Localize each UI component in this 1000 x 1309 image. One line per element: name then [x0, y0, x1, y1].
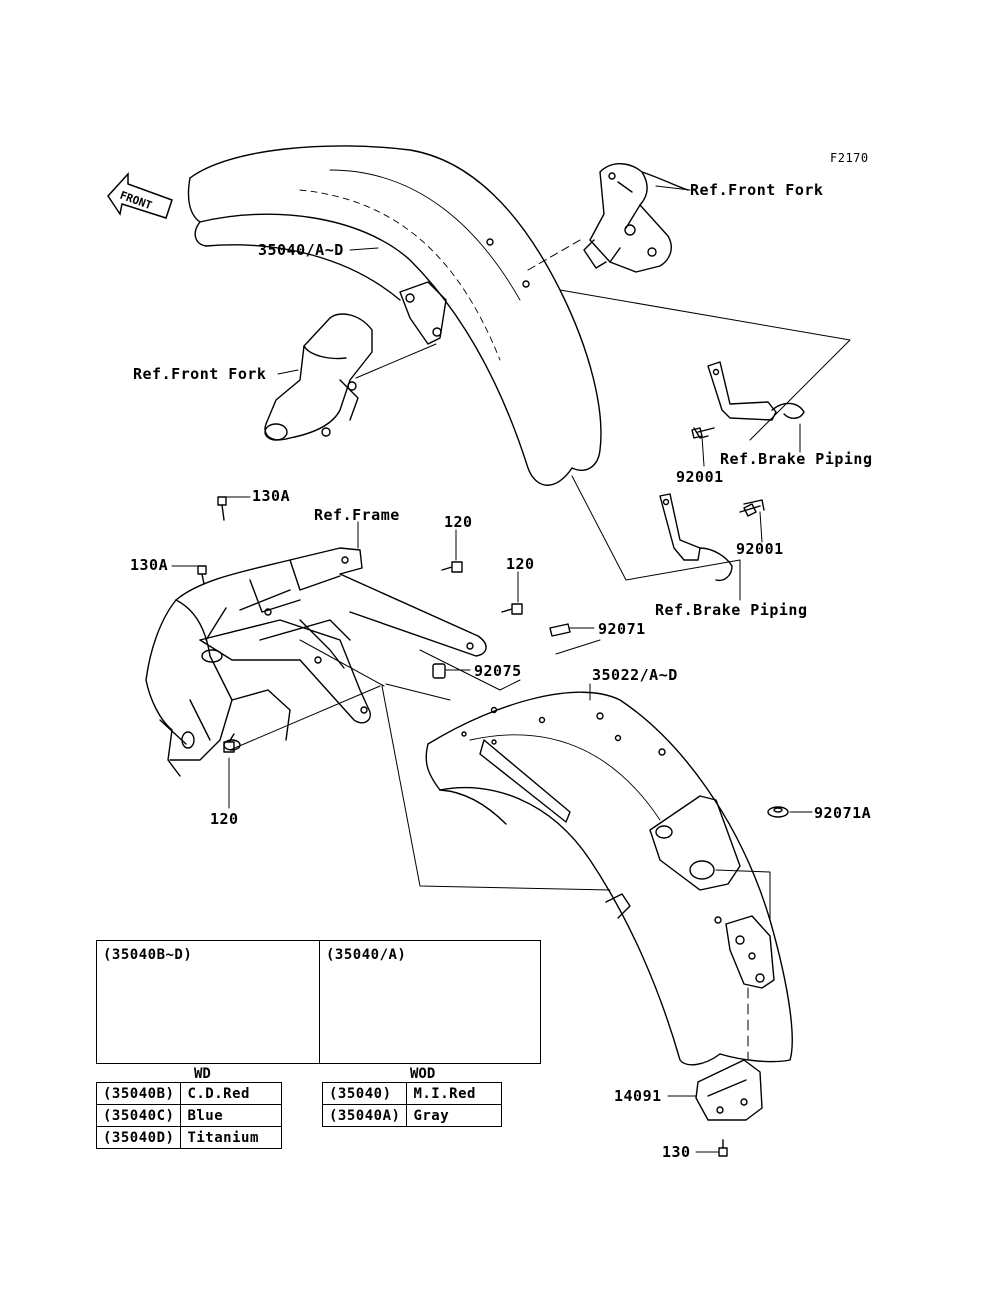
callout-92001-lower: 92001: [736, 540, 784, 558]
legend-color: M.I.Red: [406, 1082, 503, 1105]
callout-92075: 92075: [474, 662, 522, 680]
table-row: (35040C) Blue: [95, 1104, 283, 1127]
callout-130a-upper: 130A: [252, 487, 291, 505]
front-fork-left-drawing: [264, 313, 373, 441]
front-fender-drawing: [187, 145, 602, 486]
callout-130a-lower: 130A: [130, 556, 169, 574]
legend-code: (35040C): [95, 1104, 182, 1127]
callout-14091: 14091: [614, 1087, 662, 1105]
inset-wod-title: (35040/A): [326, 947, 407, 963]
small-parts-drawing: [197, 427, 789, 1157]
rear-fender-drawing: [425, 691, 793, 1066]
table-row: (35040A) Gray: [321, 1104, 503, 1127]
table-row: (35040) M.I.Red: [321, 1082, 503, 1105]
figure-code: F2170: [830, 151, 869, 165]
legend-code: (35040B): [95, 1082, 182, 1105]
legend-color: Gray: [406, 1104, 503, 1127]
callout-92001-upper: 92001: [676, 468, 724, 486]
callout-ref-brake-piping-upper: Ref.Brake Piping: [720, 450, 873, 468]
inset-wd-title: (35040B~D): [103, 947, 193, 963]
legend-code: (35040D): [95, 1126, 182, 1149]
callout-ref-front-fork-right: Ref.Front Fork: [690, 181, 824, 199]
inset-wod-box: (35040/A): [319, 940, 541, 1064]
callout-130: 130: [662, 1143, 691, 1161]
callout-92071a: 92071A: [814, 804, 872, 822]
inset-wd-condition: WD: [194, 1066, 211, 1082]
legend-color: Titanium: [180, 1126, 283, 1149]
callout-ref-brake-piping-lower: Ref.Brake Piping: [655, 601, 808, 619]
table-row: (35040B) C.D.Red: [95, 1082, 283, 1105]
legend-color: C.D.Red: [180, 1082, 283, 1105]
inset-wd-box: (35040B~D): [96, 940, 320, 1064]
legend-code: (35040A): [321, 1104, 408, 1127]
legend-color: Blue: [180, 1104, 283, 1127]
callout-120-upper: 120: [444, 513, 473, 531]
legend-wd-table: (35040B) C.D.Red (35040C) Blue (35040D) …: [95, 1082, 283, 1149]
legend-code: (35040): [321, 1082, 408, 1105]
base-14091-drawing: [695, 1059, 763, 1121]
frame-drawing: [145, 547, 487, 777]
callout-120-mid: 120: [506, 555, 535, 573]
inset-wod-condition: WOD: [410, 1066, 436, 1082]
leader-lines: [171, 185, 851, 1153]
front-fork-right-drawing: [583, 163, 689, 273]
table-row: (35040D) Titanium: [95, 1126, 283, 1149]
callout-92071: 92071: [598, 620, 646, 638]
callout-35022: 35022/A~D: [592, 666, 678, 684]
brake-clamp-lower-drawing: [659, 493, 765, 582]
front-arrow-icon: FRONT: [107, 172, 173, 219]
brake-clamp-upper-drawing: [693, 361, 805, 439]
callout-120-lower: 120: [210, 810, 239, 828]
callout-ref-front-fork-left: Ref.Front Fork: [133, 365, 267, 383]
legend-wod-table: (35040) M.I.Red (35040A) Gray: [321, 1082, 503, 1127]
callout-ref-frame: Ref.Frame: [314, 506, 400, 524]
callout-35040: 35040/A~D: [258, 241, 344, 259]
